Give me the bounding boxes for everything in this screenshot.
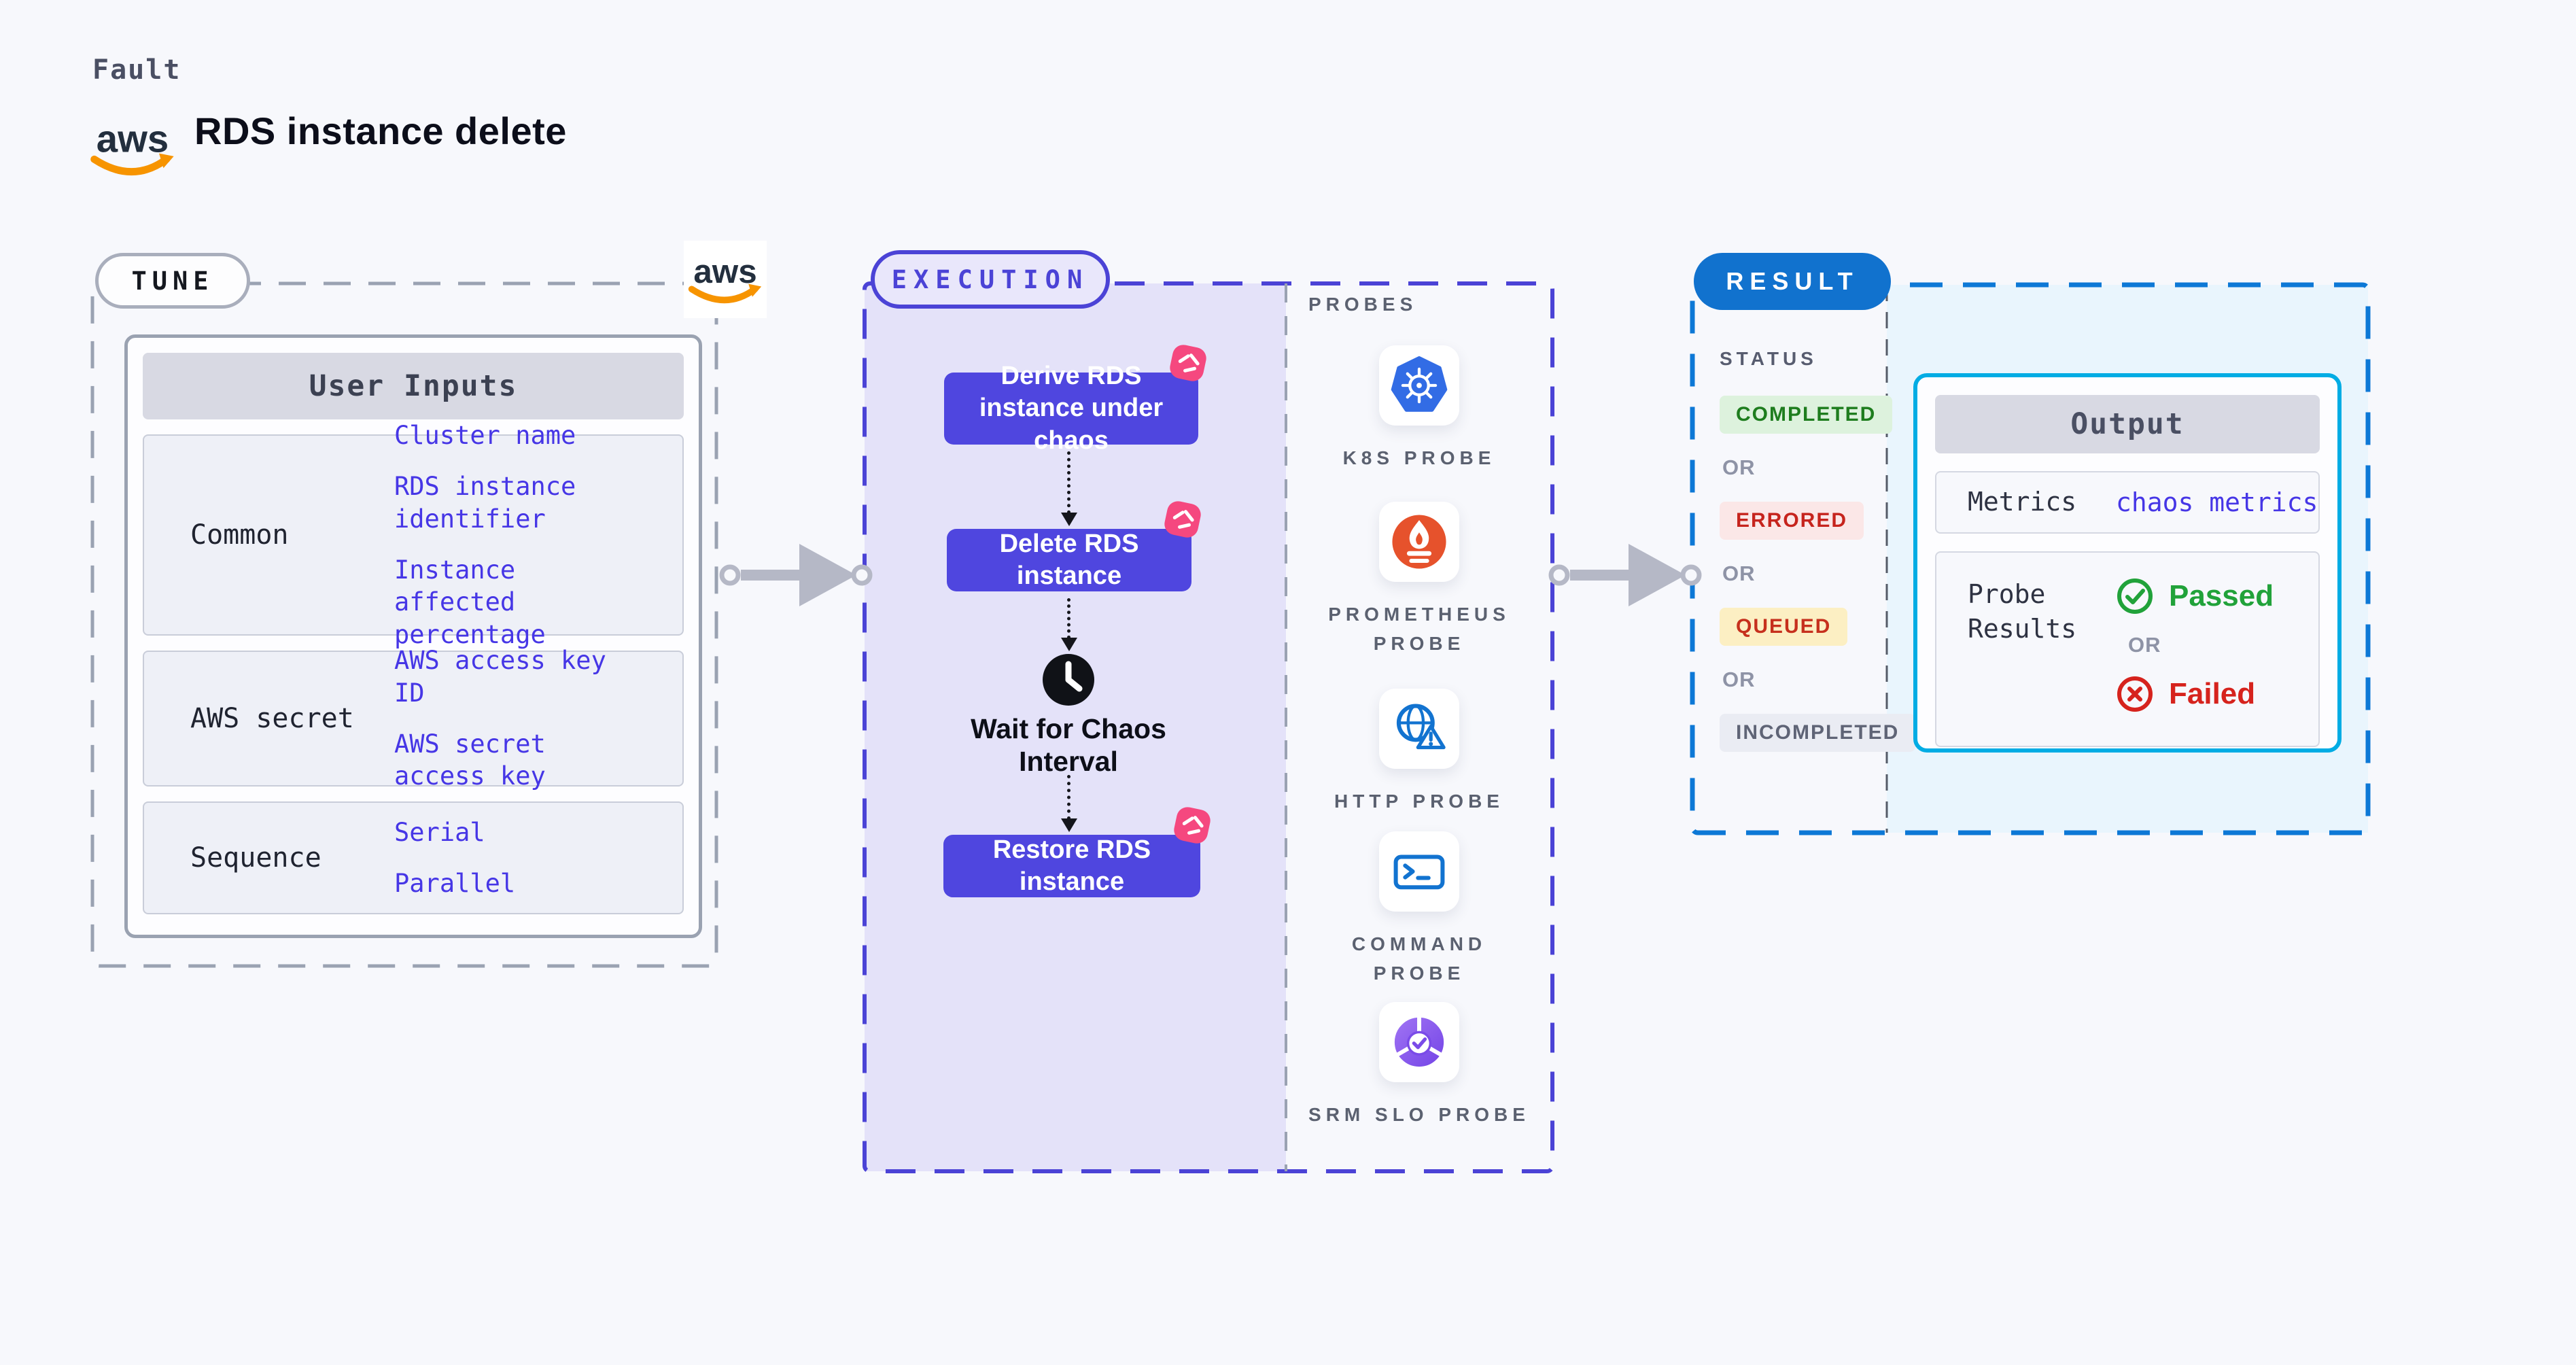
execution-section-badge: EXECUTION (871, 250, 1110, 309)
probe-card (1379, 345, 1459, 426)
wait-for-chaos-label: Wait for Chaos Interval (971, 713, 1166, 778)
probe-results-label: Probe Results (1968, 579, 2077, 644)
slo-donut-icon (1394, 1016, 1444, 1067)
probe-card (1379, 689, 1459, 769)
probes-title: PROBES (1308, 294, 1418, 315)
http-globe-icon (1396, 704, 1446, 750)
user-inputs-header: User Inputs (143, 353, 684, 419)
execution-dashed-frame (863, 281, 1554, 1173)
input-value: AWS secret access key (394, 729, 546, 791)
svg-text:aws: aws (97, 117, 169, 160)
terminal-icon (1393, 854, 1445, 890)
row-label: Common (190, 519, 289, 551)
or-label: OR (2128, 633, 2161, 657)
aws-logo: aws (90, 117, 174, 176)
page-title: RDS instance delete (194, 109, 567, 152)
or-label: OR (1722, 455, 1756, 479)
metrics-label: Metrics (1968, 487, 2077, 517)
input-value: Parallel (394, 869, 516, 898)
step-restore-rds: Restore RDS instance (943, 835, 1200, 897)
input-value: Instance affected percentage (394, 555, 546, 649)
chaos-icon (1170, 345, 1206, 381)
probe-card (1379, 502, 1459, 582)
status-badge-completed: COMPLETED (1720, 396, 1893, 434)
flow-arrow (1061, 775, 1077, 832)
input-value: AWS access key ID (394, 646, 606, 708)
failed-label: Failed (2169, 677, 2256, 710)
probe-label: HTTP PROBE (1334, 791, 1504, 812)
failed-line: Failed (2116, 675, 2274, 713)
step-derive-rds: Derive RDS instance under chaos (944, 362, 1198, 455)
probe-label: PROMETHEUS PROBE (1328, 604, 1510, 655)
chaos-icon (1164, 501, 1201, 538)
input-value: Serial (394, 817, 485, 847)
passed-label: Passed (2169, 579, 2274, 612)
status-badge-errored: ERRORED (1720, 502, 1864, 540)
svg-text:aws: aws (693, 253, 756, 290)
clock-icon (1043, 654, 1094, 706)
status-title: STATUS (1720, 348, 1817, 369)
tune-to-execution-arrow (719, 544, 873, 606)
row-label: AWS secret (190, 703, 354, 734)
probe-label: K8S PROBE (1342, 447, 1496, 468)
aws-logo-patch (684, 241, 767, 318)
or-label: OR (1722, 561, 1756, 585)
aws-logo-tune: aws (688, 253, 762, 304)
status-badge-queued: QUEUED (1720, 608, 1848, 646)
fault-eyebrow: Fault (92, 54, 181, 86)
check-circle-icon (2117, 578, 2153, 614)
or-label: OR (1722, 668, 1756, 691)
metrics-row: Metrics chaos metrics (1935, 471, 2320, 534)
passed-line: Passed (2116, 577, 2274, 615)
user-inputs-card: User Inputs Common Cluster name RDS inst… (124, 334, 702, 938)
status-badge-incompleted: INCOMPLETED (1720, 714, 1916, 752)
probe-prometheus: PROMETHEUS PROBE (1307, 502, 1531, 659)
probe-card (1379, 1002, 1459, 1082)
result-dashed-frame (1690, 282, 2371, 835)
execution-to-result-arrow (1548, 544, 1702, 606)
chaos-icon (1174, 807, 1211, 844)
probe-label: COMMAND PROBE (1351, 933, 1487, 984)
input-value: Cluster name (394, 420, 576, 450)
step-delete-rds: Delete RDS instance (947, 529, 1191, 591)
output-card: Output Metrics chaos metrics Probe Resul… (1913, 373, 2342, 753)
output-header: Output (1935, 395, 2320, 453)
input-value: RDS instance identifier (394, 472, 576, 534)
probe-results-row: Probe Results Passed OR Faile (1935, 551, 2320, 747)
flow-arrow (1061, 598, 1077, 651)
probe-srm-slo: SRM SLO PROBE (1307, 1002, 1531, 1129)
tune-section-badge: TUNE (95, 253, 250, 309)
kubernetes-icon (1391, 356, 1448, 412)
probe-label: SRM SLO PROBE (1308, 1104, 1530, 1125)
probe-k8s: K8S PROBE (1307, 345, 1531, 472)
chaos-metrics-link[interactable]: chaos metrics (2116, 487, 2318, 517)
prometheus-icon (1392, 515, 1446, 569)
table-row-sequence: Sequence Serial Parallel (143, 801, 684, 914)
table-row-common: Common Cluster name RDS instance identif… (143, 421, 684, 649)
probe-http: HTTP PROBE (1307, 689, 1531, 816)
status-list: COMPLETED OR ERRORED OR QUEUED OR INCOMP… (1720, 396, 1916, 752)
x-circle-icon (2117, 676, 2153, 712)
flow-arrow (1061, 451, 1077, 526)
tune-dashed-frame (90, 281, 718, 968)
result-section-badge: RESULT (1694, 253, 1891, 310)
probe-command: COMMAND PROBE (1307, 831, 1531, 988)
table-row-aws-secret: AWS secret AWS access key ID AWS secret … (143, 646, 684, 791)
row-label: Sequence (190, 842, 321, 874)
probe-card (1379, 831, 1459, 912)
